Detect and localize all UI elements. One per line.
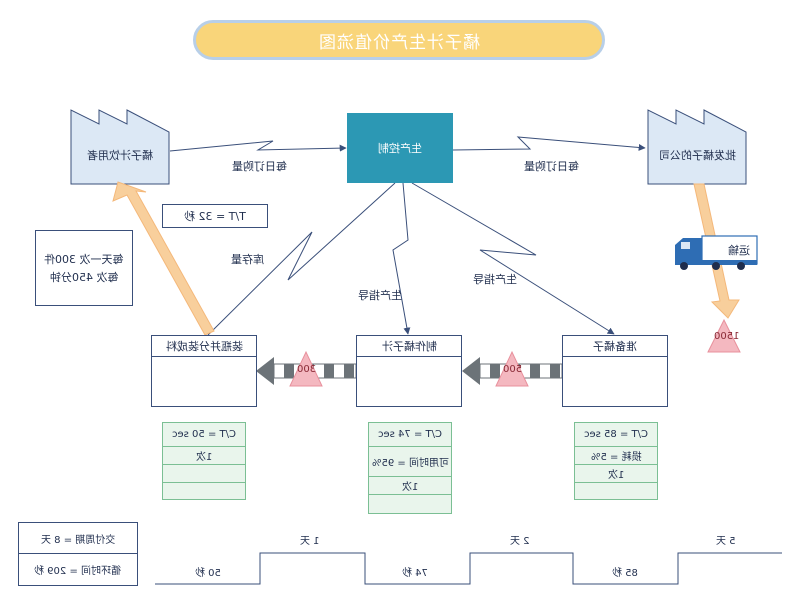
supplier-order-label: 每日订购量	[524, 160, 579, 173]
process-3-name: 装瓶并分装成料	[165, 340, 243, 353]
data-box-1-row: 损耗 = 5%	[575, 447, 657, 465]
data-box-3-cycle-time: C/T = 50 sec	[172, 429, 236, 440]
timeline-time-1: 85 秒	[612, 568, 638, 579]
data-box-3-row: 1次	[163, 447, 245, 465]
process-box-1: 准备橘子	[562, 335, 668, 407]
data-box-1-row	[575, 483, 657, 499]
data-box-2: C/T = 74 sec 可用时间 = 95% 1次	[368, 422, 452, 514]
data-box-2-row: C/T = 74 sec	[369, 423, 451, 447]
data-box-1-row: 1次	[575, 465, 657, 483]
timeline-day-1: 5 天	[716, 536, 736, 547]
data-box-2-row: 可用时间 = 95%	[369, 447, 451, 477]
shipment-arrow-to-customer	[112, 181, 215, 336]
takt-time-value: T/T = 32 秒	[184, 210, 246, 223]
process-1-head: 准备橘子	[563, 336, 667, 357]
timeline-day-2: 2 天	[510, 536, 530, 547]
data-box-1-loss: 损耗 = 5%	[590, 452, 642, 463]
data-box-3-row: C/T = 50 sec	[163, 423, 245, 447]
data-box-1: C/T = 85 sec 损耗 = 5% 1次	[574, 422, 658, 500]
timeline-time-3: 50 秒	[195, 568, 221, 579]
inventory-triangle-2	[289, 350, 323, 387]
inventory-triangle-1	[495, 350, 529, 387]
supplier-order-flow-arrow	[452, 136, 646, 151]
process-box-2: 制作橘子汁	[356, 335, 462, 407]
page-title: 橘子汁生产价值流图	[318, 32, 480, 53]
data-box-2-shift: 1次	[401, 482, 419, 493]
supplier-name: 批发橘子的公司	[658, 149, 736, 162]
customer-factory-icon	[70, 109, 170, 185]
data-box-1-row: C/T = 85 sec	[575, 423, 657, 447]
customer-name-wrap: 橘子汁饮用者	[71, 140, 169, 170]
process-3-head: 装瓶并分装成料	[152, 336, 256, 357]
supplier-factory-icon	[647, 109, 747, 185]
process-2-name: 制作橘子汁	[381, 340, 437, 353]
schedule-flow-arrow-1	[392, 182, 411, 335]
data-box-2-uptime: 可用时间 = 95%	[371, 458, 449, 469]
supplier-inventory-value: 1500	[714, 331, 740, 342]
truck-icon	[675, 235, 758, 270]
customer-order-flow-arrow	[169, 140, 347, 152]
schedule-label-1: 生产指导	[358, 289, 402, 302]
production-control-label: 生产控制	[378, 142, 422, 155]
inventory-info-flow-line	[207, 182, 396, 336]
timeline-day-3: 1 天	[300, 536, 320, 547]
data-box-3-row	[163, 465, 245, 483]
customer-note-box: 每天一次 300件 每次 450分钟	[35, 230, 133, 306]
customer-note-line-2: 每次 450分钟	[49, 271, 119, 284]
timeline-time-2: 74 秒	[402, 568, 428, 579]
timeline-summary-box: 交付周期 = 8 天 循环时间 = 209 秒	[18, 522, 138, 586]
title-banner: 橘子汁生产价值流图	[193, 20, 605, 60]
takt-time-box: T/T = 32 秒	[162, 204, 268, 228]
schedule-label-2: 生产指导	[473, 273, 517, 286]
data-box-1-shift: 1次	[607, 470, 625, 481]
customer-name: 橘子汁饮用者	[87, 149, 153, 162]
inventory-info-label: 库存量	[231, 253, 264, 266]
data-box-3: C/T = 50 sec 1次	[162, 422, 246, 500]
truck-label: 运输	[728, 244, 750, 257]
process-time-label: 循环时间 = 209 秒	[34, 566, 122, 577]
data-box-3-row	[163, 483, 245, 499]
inventory-value-1: 500	[503, 364, 523, 375]
process-2-head: 制作橘子汁	[357, 336, 461, 357]
inventory-value-2: 300	[297, 364, 317, 375]
process-time-row: 循环时间 = 209 秒	[19, 554, 137, 585]
schedule-flow-arrow-2	[411, 182, 615, 335]
data-box-2-cycle-time: C/T = 74 sec	[378, 429, 442, 440]
data-box-3-shift: 1次	[195, 452, 213, 463]
data-box-2-row: 1次	[369, 477, 451, 495]
production-control-box: 生产控制	[347, 113, 453, 183]
lead-time-label: 交付周期 = 8 天	[40, 534, 116, 546]
process-1-name: 准备橘子	[593, 340, 637, 353]
data-box-2-row	[369, 495, 451, 513]
supplier-name-wrap: 批发橘子的公司	[648, 140, 746, 170]
timeline-ladder	[155, 552, 782, 585]
customer-note-line-1: 每天一次 300件	[44, 253, 124, 266]
process-box-3: 装瓶并分装成料	[151, 335, 257, 407]
inventory-triangle-supplier	[707, 318, 741, 353]
customer-order-label: 每日订购量	[232, 160, 287, 173]
data-box-1-cycle-time: C/T = 85 sec	[584, 429, 648, 440]
lead-time-row: 交付周期 = 8 天	[19, 523, 137, 554]
